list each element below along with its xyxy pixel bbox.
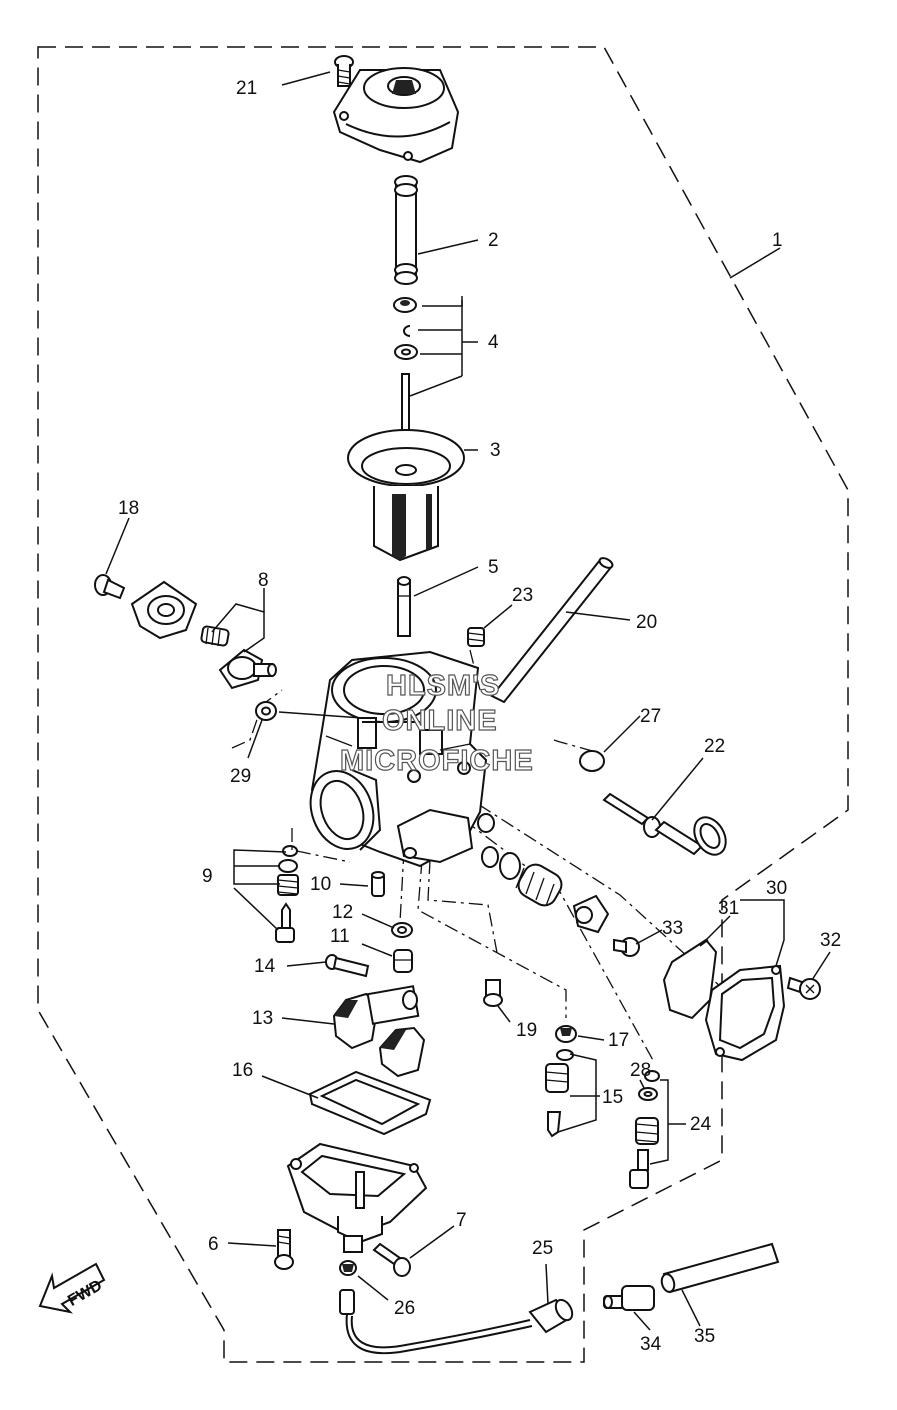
- carburetor-body: [309, 650, 495, 868]
- carb-top-cap: [332, 67, 460, 164]
- watermark-line-2: ONLINE: [382, 705, 498, 737]
- part-23-spring: [467, 627, 485, 647]
- callout-labels: 1 2 3 4 5 6 7 8 9 10 11 12 13 14 15 16 1…: [118, 78, 841, 1355]
- leader-lines: [105, 71, 831, 1331]
- part-29-washer: [255, 701, 277, 721]
- part-19-bolt: [483, 979, 503, 1007]
- fwd-arrow: FWD: [38, 1262, 106, 1314]
- callout-8: 8: [258, 570, 269, 591]
- part-35-hose: [660, 1242, 780, 1294]
- part-10-jet: [371, 871, 385, 897]
- part-8-valve-set: [200, 625, 277, 690]
- callout-21: 21: [236, 78, 257, 99]
- callout-20: 20: [636, 612, 657, 633]
- part-25-drain-hose: [339, 1289, 574, 1355]
- part-16-gasket: [308, 1070, 432, 1136]
- callout-22: 22: [704, 736, 725, 757]
- part-30-pump-cover: [704, 964, 786, 1062]
- callout-16: 16: [232, 1060, 253, 1081]
- float-bowl: [286, 1142, 428, 1253]
- watermark-line-1: HLSM'S: [386, 670, 500, 702]
- callout-31: 31: [718, 898, 739, 919]
- callout-32: 32: [820, 930, 841, 951]
- part-13-float: [332, 985, 426, 1078]
- part-27-o-ring: [579, 750, 605, 772]
- part-24-screw-spring: [629, 1117, 659, 1189]
- callout-11: 11: [330, 926, 350, 947]
- part-15-jet-set: [545, 1049, 574, 1138]
- callout-3: 3: [490, 440, 501, 461]
- callout-35: 35: [694, 1326, 715, 1347]
- part-6-screw: [274, 1229, 294, 1270]
- part-5-needle-jet: [397, 576, 411, 637]
- part-3-diaphragm-piston: [347, 429, 465, 562]
- callout-6: 6: [208, 1234, 219, 1255]
- callout-9: 9: [202, 866, 213, 887]
- part-31-gasket: [662, 938, 718, 1020]
- part-20-vent-hose: [490, 557, 614, 704]
- callout-15: 15: [602, 1087, 623, 1108]
- callout-29: 29: [230, 766, 251, 787]
- callout-25: 25: [532, 1238, 553, 1259]
- part-12-washer: [391, 922, 413, 938]
- watermark: HLSM'S ONLINE MICROFICHE: [339, 669, 534, 777]
- choke-cover: [130, 580, 198, 640]
- part-11-plug: [393, 949, 413, 973]
- part-9-pilot-screw-set: [275, 845, 299, 943]
- callout-12: 12: [332, 902, 353, 923]
- callout-23: 23: [512, 585, 533, 606]
- callout-13: 13: [252, 1008, 273, 1029]
- callout-14: 14: [254, 956, 276, 977]
- part-22-adjust-screw: [602, 792, 727, 856]
- part-21-screw: [334, 55, 354, 87]
- part-32-screw: [786, 976, 821, 1000]
- callout-7: 7: [456, 1210, 467, 1231]
- part-4-needle-set: [393, 297, 418, 445]
- callout-28: 28: [630, 1060, 651, 1081]
- pump-parts: [481, 846, 610, 934]
- callout-24: 24: [690, 1114, 712, 1135]
- part-33-screw: [613, 937, 640, 957]
- callout-18: 18: [118, 498, 139, 519]
- callout-4: 4: [488, 332, 499, 353]
- callout-17: 17: [608, 1030, 629, 1051]
- part-2-spring: [394, 175, 418, 285]
- callout-2: 2: [488, 230, 499, 251]
- watermark-line-3: MICROFICHE: [340, 745, 534, 777]
- part-17-cap: [555, 1025, 577, 1043]
- callout-34: 34: [640, 1334, 662, 1355]
- part-7-drain-screw: [372, 1242, 411, 1277]
- part-34-nipple: [603, 1285, 655, 1311]
- assembly-boundary: [37, 46, 849, 1363]
- part-28-washer: [638, 1070, 660, 1101]
- callout-5: 5: [488, 557, 499, 578]
- callout-30: 30: [766, 878, 787, 899]
- part-14-pin: [325, 954, 370, 978]
- callout-27: 27: [640, 706, 661, 727]
- callout-10: 10: [310, 874, 331, 895]
- part-26-clip: [339, 1260, 357, 1276]
- part-18-bolt: [94, 574, 126, 600]
- callout-26: 26: [394, 1298, 415, 1319]
- callout-19: 19: [516, 1020, 537, 1041]
- callout-1: 1: [772, 230, 783, 251]
- callout-33: 33: [662, 918, 683, 939]
